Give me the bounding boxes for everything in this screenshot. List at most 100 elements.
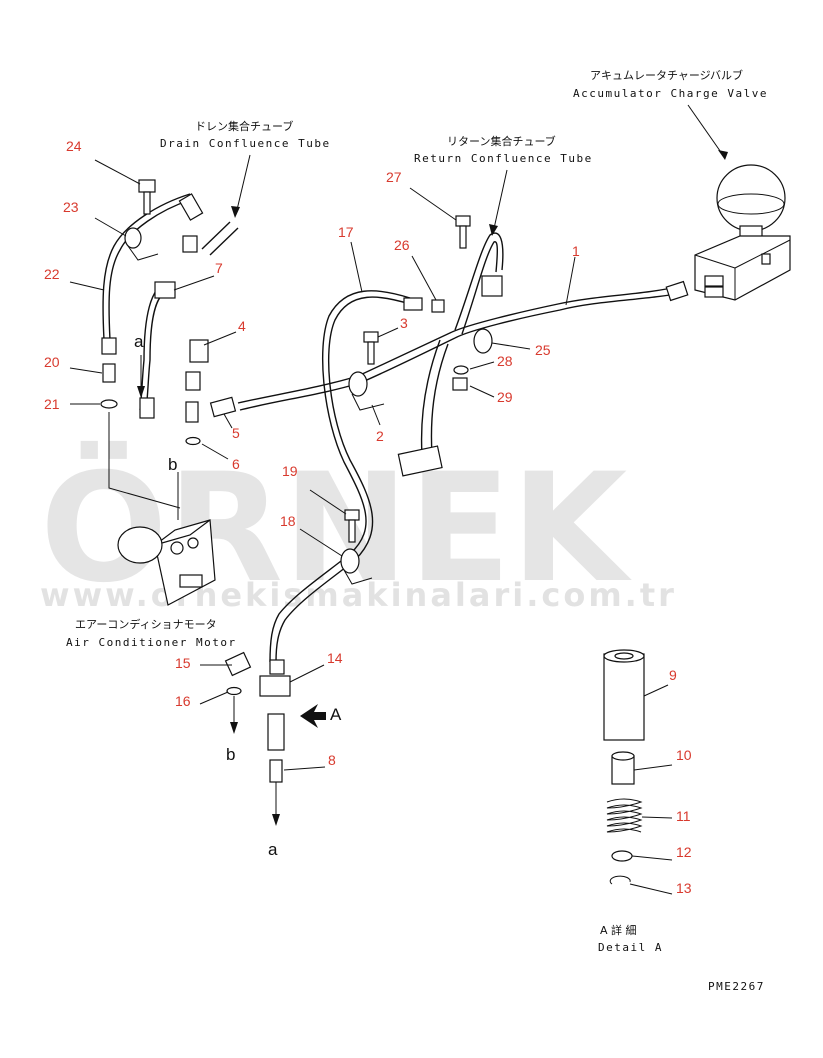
callout-16: 16 (175, 693, 191, 709)
fitting-drain-elbow (178, 193, 204, 221)
fitting-15-elbow (224, 651, 252, 677)
bolt-24-shank (143, 191, 151, 215)
leader-1 (565, 256, 576, 306)
leader-3 (377, 327, 399, 338)
callout-13: 13 (676, 880, 692, 896)
callout-22: 22 (44, 266, 60, 282)
detail-a (603, 649, 645, 885)
fitting-14-tee (259, 675, 291, 697)
fitting-4-down (185, 371, 201, 391)
letter-b-top: b (168, 455, 177, 474)
connection-letters: a b b a A (134, 332, 342, 859)
motor-port-2 (187, 537, 199, 549)
fitting-7 (154, 281, 176, 299)
drain-tube (209, 227, 239, 256)
label-detail: A 詳 細 Detail A (598, 923, 661, 954)
fitting-20 (102, 363, 116, 383)
pipe-1 (454, 291, 687, 339)
bolt-24-head (138, 179, 156, 193)
accumulator-charge-valve (694, 164, 791, 301)
view-a-letter: A (330, 705, 342, 724)
part-9-body (603, 653, 645, 741)
bolt-19-head (344, 509, 360, 521)
fitting-17-end (403, 297, 423, 311)
leader-28 (469, 361, 495, 370)
bolt-3-shank (367, 341, 375, 365)
callout-8: 8 (328, 752, 336, 768)
arrow-a-lower (272, 814, 280, 826)
leader-2 (371, 404, 381, 426)
hose-17 (275, 296, 411, 663)
callout-numbers: 1 2 3 4 5 6 7 8 9 10 11 12 13 14 15 16 1… (44, 138, 692, 896)
motor-housing (117, 526, 163, 564)
bolt-3-head (363, 331, 379, 343)
detail-label-jp: A 詳 細 (600, 923, 637, 937)
oring-16 (226, 686, 242, 696)
callout-27: 27 (386, 169, 402, 185)
return-leader (492, 169, 508, 234)
callout-18: 18 (280, 513, 296, 529)
hose-7-edge (139, 283, 169, 411)
label-accumulator: アキュムレータチャージバルブ Accumulator Charge Valve (573, 68, 766, 100)
bolt-27-shank (459, 225, 467, 249)
motor-nameplate (179, 574, 203, 588)
aircon-label-en: Air Conditioner Motor (66, 636, 237, 649)
callout-20: 20 (44, 354, 60, 370)
drain-tube-edge (201, 221, 231, 250)
fitting-4-tee (189, 339, 209, 363)
motor-top (154, 519, 211, 546)
drain-label-jp: ドレン集合チューブ (195, 119, 293, 133)
callout-23: 23 (63, 199, 79, 215)
drain-label-en: Drain Confluence Tube (160, 137, 331, 150)
callout-1: 1 (572, 243, 580, 259)
callout-10: 10 (676, 747, 692, 763)
pipe-1-edge (451, 285, 681, 333)
fittings-upper (100, 179, 689, 543)
washer-28 (453, 365, 469, 375)
oring-6 (185, 436, 201, 446)
callout-25: 25 (535, 342, 551, 358)
callout-24: 24 (66, 138, 82, 154)
drawing-code: PME2267 (708, 980, 765, 993)
fitting-a-hex (267, 713, 285, 751)
fitting-return-cap (481, 275, 503, 297)
valve-plug (761, 253, 771, 265)
return-tube-end (397, 445, 443, 477)
accumulator-leader (687, 104, 726, 159)
letter-b-bottom: b (226, 745, 235, 764)
leader-5 (223, 413, 233, 429)
clamp-2-tab (351, 393, 385, 411)
return-label-en: Return Confluence Tube (414, 152, 593, 165)
fitting-a-end (139, 397, 155, 419)
callout-6: 6 (232, 456, 240, 472)
part-12-washer (611, 850, 633, 862)
fitting-22-end (101, 337, 117, 355)
fitting-drain-tee (182, 235, 198, 253)
clamp-18 (340, 548, 360, 574)
callout-7: 7 (215, 260, 223, 276)
callout-2: 2 (376, 428, 384, 444)
callout-11: 11 (676, 808, 691, 824)
part-10-top (611, 751, 635, 761)
callout-28: 28 (497, 353, 513, 369)
callout-26: 26 (394, 237, 410, 253)
callout-3: 3 (400, 315, 408, 331)
leader-13 (629, 883, 673, 895)
nut-29 (452, 377, 468, 391)
return-tube-loop-edge (461, 241, 499, 335)
callout-29: 29 (497, 389, 513, 405)
arrow-b-lower (230, 722, 238, 734)
leader-9 (643, 684, 669, 697)
leader-18 (299, 528, 343, 557)
air-conditioner-motor (117, 519, 216, 606)
return-tube-loop (454, 232, 504, 331)
leader-16 (199, 691, 229, 705)
leader-19 (309, 489, 347, 515)
leader-22 (69, 281, 105, 291)
fitting-1-end (665, 280, 689, 302)
aircon-label-jp: エアーコンディショナモータ (75, 617, 217, 631)
callout-12: 12 (676, 844, 692, 860)
part-13-snap-ring (609, 875, 631, 885)
accumulator-arrowhead (718, 150, 728, 160)
leader-20 (69, 367, 103, 374)
